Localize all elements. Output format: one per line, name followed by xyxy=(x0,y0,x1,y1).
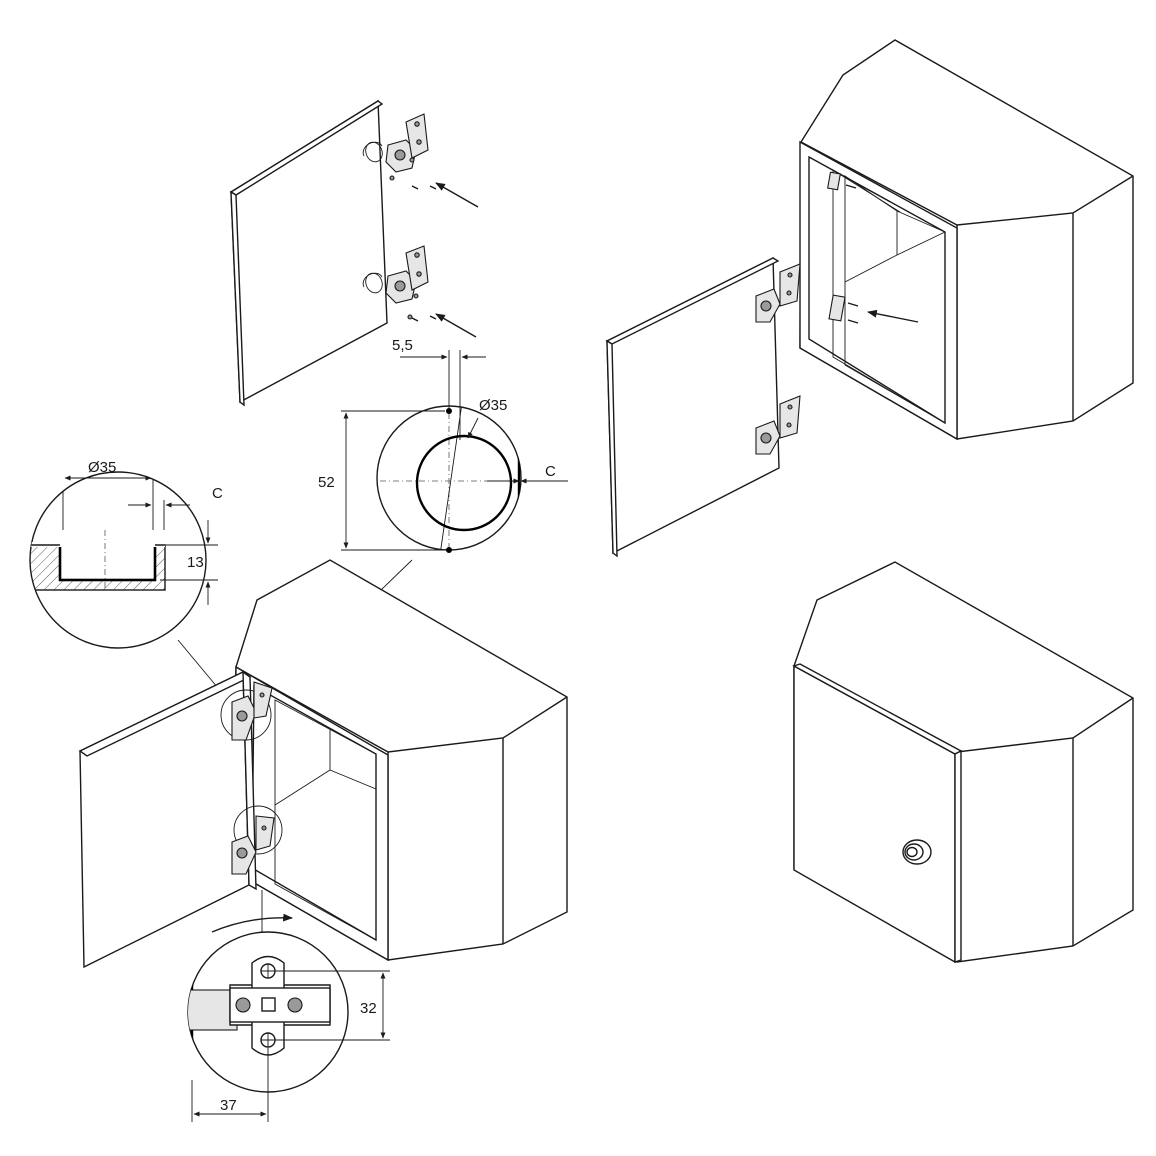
offset-label: 5,5 xyxy=(392,337,413,354)
plate-height-label: 32 xyxy=(360,1000,377,1017)
cup-diameter-section-label: Ø35 xyxy=(88,459,116,476)
spacing-label: 52 xyxy=(318,474,335,491)
door-with-hinges xyxy=(229,99,479,407)
mounted-hinge-lower xyxy=(231,815,275,875)
hinge-lower xyxy=(362,245,429,320)
mounted-hinge-upper xyxy=(231,681,273,741)
depth-label: 13 xyxy=(187,554,204,571)
edge-distance-section-label: C xyxy=(212,485,223,502)
mounting-plate-detail: 32 37 xyxy=(187,931,390,1122)
insert-arrow-lower xyxy=(435,313,477,338)
mounting-plate-upper xyxy=(827,171,857,191)
cabinet-closed-step xyxy=(792,561,1134,964)
insert-arrow-upper xyxy=(435,182,479,208)
screw-hole-bottom xyxy=(446,547,452,553)
insert-arrow-cabinet xyxy=(867,309,919,323)
screw-lower xyxy=(411,315,437,322)
door-hinge-lower xyxy=(755,395,801,455)
cup-diameter-front-label: Ø35 xyxy=(479,397,507,414)
cabinet-mounted-door-step xyxy=(78,559,568,969)
plate-offset-label: 37 xyxy=(220,1097,237,1114)
hinge-detail-marker-lower xyxy=(233,805,283,855)
mounting-plate-lower xyxy=(828,294,859,324)
cup-hole xyxy=(415,434,513,532)
hinge-upper xyxy=(362,113,429,181)
edge-distance-front-label: C xyxy=(545,463,556,480)
door-hinge-upper xyxy=(755,263,801,323)
swing-arrow xyxy=(211,913,293,933)
section-detail: Ø35 C 13 xyxy=(29,459,229,701)
screw-hole-top xyxy=(446,408,452,414)
screw-upper xyxy=(411,185,437,190)
knob-icon xyxy=(902,839,932,865)
cabinet-open-door-step xyxy=(605,39,1134,558)
drill-pattern-detail: Ø35 C 52 5,5 xyxy=(261,337,568,706)
